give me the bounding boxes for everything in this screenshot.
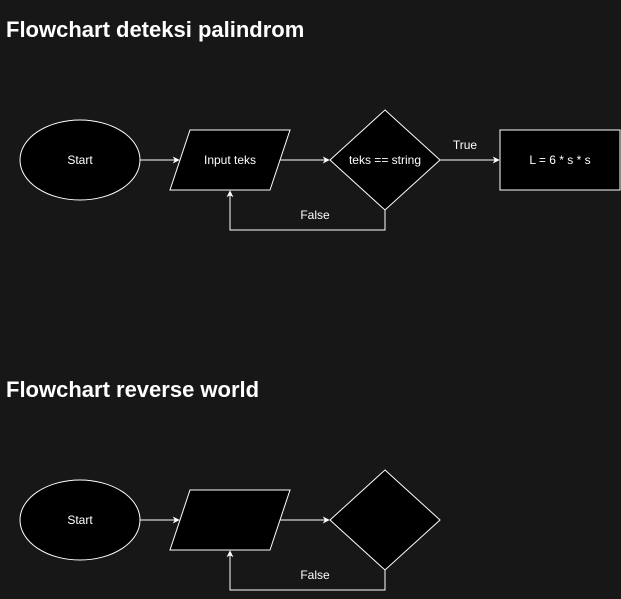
input-node-label: Input teks (204, 153, 256, 167)
false-edge-label: False (300, 208, 330, 222)
true-edge-label: True (453, 138, 478, 152)
diagram-title-palindrome: Flowchart deteksi palindrom (6, 17, 305, 42)
process-node[interactable]: L = 6 * s * s (499, 129, 621, 191)
reverse-world-flowchart: Start False (19, 469, 441, 591)
arrow-decision-false-loop-2 (226, 550, 386, 591)
decision-node-2[interactable] (329, 469, 441, 571)
arrow-decision-false-loop (226, 190, 386, 231)
process-node-label: L = 6 * s * s (529, 153, 590, 167)
decision-node-label: teks == string (349, 153, 421, 167)
input-node[interactable]: Input teks (169, 129, 291, 191)
false-edge-label-2: False (300, 568, 330, 582)
start-node-2[interactable]: Start (19, 479, 141, 561)
start-node-label: Start (67, 153, 93, 167)
decision-node[interactable]: teks == string (329, 109, 441, 211)
start-node-2-label: Start (67, 513, 93, 527)
start-node[interactable]: Start (19, 119, 141, 201)
diagram-title-reverse-world: Flowchart reverse world (6, 377, 260, 402)
palindrome-flowchart: Start Input teks teks == string True Fal… (19, 109, 621, 231)
input-node-2[interactable] (169, 489, 291, 551)
